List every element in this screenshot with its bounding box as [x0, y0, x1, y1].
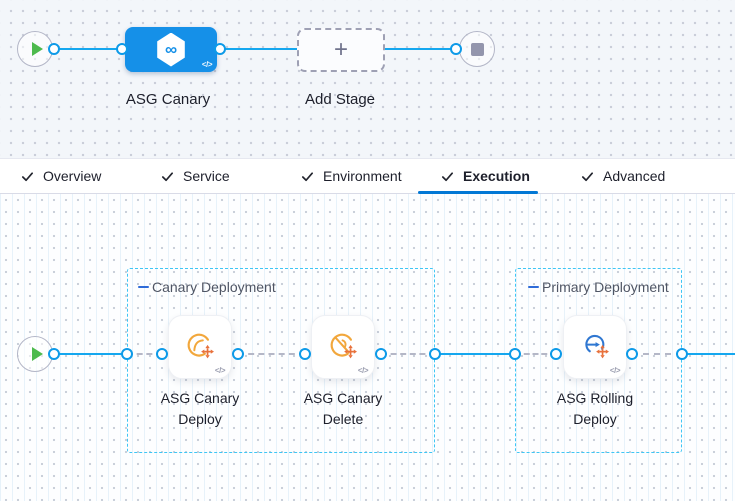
edge-connector[interactable] — [550, 348, 562, 360]
stage-tabs: Overview Service Environment Execution A… — [0, 158, 735, 194]
add-stage-label: Add Stage — [304, 91, 376, 108]
stage-canvas: ∞ </> + ASG Canary Add Stage — [0, 0, 735, 158]
stage-edge-line — [54, 48, 460, 50]
exec-edge-dashed — [632, 353, 682, 355]
asg-rolling-deploy-icon — [585, 334, 609, 359]
step-node-asg-canary-deploy[interactable]: </> — [168, 315, 232, 379]
pipeline-end-node[interactable] — [459, 31, 495, 67]
tab-service[interactable]: Service — [160, 159, 300, 193]
edge-connector[interactable] — [509, 348, 521, 360]
exec-edge-dashed — [381, 353, 435, 355]
tab-label: Overview — [43, 168, 102, 184]
edge-connector[interactable] — [48, 43, 60, 55]
play-icon — [31, 347, 43, 361]
tab-label: Execution — [463, 168, 530, 184]
exec-edge-line — [435, 353, 515, 355]
code-icon[interactable]: </> — [214, 366, 226, 375]
edge-connector[interactable] — [450, 43, 462, 55]
collapse-dash-icon[interactable] — [528, 285, 539, 289]
stage-node-asg-canary[interactable]: ∞ </> — [125, 27, 217, 72]
code-icon[interactable]: </> — [609, 366, 621, 375]
execution-canvas: Canary Deployment Primary Deployment — [0, 194, 735, 501]
tab-advanced[interactable]: Advanced — [580, 159, 720, 193]
edge-connector[interactable] — [375, 348, 387, 360]
exec-edge-line — [54, 353, 127, 355]
check-icon — [440, 169, 455, 184]
exec-edge-dashed — [127, 353, 162, 355]
asg-canary-deploy-icon — [187, 333, 214, 359]
code-icon[interactable]: </> — [357, 366, 369, 375]
check-icon — [300, 169, 315, 184]
step-node-asg-rolling-deploy[interactable]: </> — [563, 315, 627, 379]
group-label[interactable]: Primary Deployment — [528, 279, 669, 295]
group-label-text: Canary Deployment — [152, 279, 276, 295]
tab-label: Service — [183, 168, 230, 184]
edge-connector[interactable] — [116, 43, 128, 55]
step-group-canary-deployment[interactable]: Canary Deployment — [127, 268, 435, 453]
infinity-glyph: ∞ — [164, 40, 178, 59]
group-label[interactable]: Canary Deployment — [138, 279, 276, 295]
edge-connector[interactable] — [429, 348, 441, 360]
code-icon[interactable]: </> — [201, 60, 213, 69]
edge-connector[interactable] — [232, 348, 244, 360]
exec-edge-line — [682, 353, 735, 355]
harness-cd-stage-icon: ∞ — [157, 32, 185, 67]
step-group-primary-deployment[interactable]: Primary Deployment — [515, 268, 682, 453]
tab-execution[interactable]: Execution — [418, 159, 580, 194]
edge-connector[interactable] — [626, 348, 638, 360]
edge-connector[interactable] — [676, 348, 688, 360]
tab-label: Environment — [323, 168, 402, 184]
edge-connector[interactable] — [121, 348, 133, 360]
step-label: ASG Canary Deploy — [160, 390, 240, 427]
stop-icon — [470, 42, 484, 56]
step-label: ASG Canary Delete — [303, 390, 383, 427]
stage-label: ASG Canary — [125, 91, 211, 108]
check-icon — [580, 169, 595, 184]
collapse-dash-icon[interactable] — [138, 285, 149, 289]
edge-connector[interactable] — [156, 348, 168, 360]
step-node-asg-canary-delete[interactable]: </> — [311, 315, 375, 379]
exec-edge-dashed — [238, 353, 305, 355]
tab-environment[interactable]: Environment — [300, 159, 440, 193]
check-icon — [20, 169, 35, 184]
tab-overview[interactable]: Overview — [20, 159, 160, 193]
edge-connector[interactable] — [299, 348, 311, 360]
edge-connector[interactable] — [214, 43, 226, 55]
exec-edge-dashed — [515, 353, 556, 355]
tab-label: Advanced — [603, 168, 666, 184]
play-icon — [31, 42, 43, 56]
add-stage-button[interactable]: + — [297, 28, 385, 72]
step-label: ASG Rolling Deploy — [556, 390, 634, 427]
asg-canary-delete-icon — [330, 333, 357, 359]
plus-icon: + — [333, 36, 348, 63]
group-label-text: Primary Deployment — [542, 279, 669, 295]
edge-connector[interactable] — [48, 348, 60, 360]
pipeline-start-node[interactable] — [17, 31, 53, 67]
check-icon — [160, 169, 175, 184]
